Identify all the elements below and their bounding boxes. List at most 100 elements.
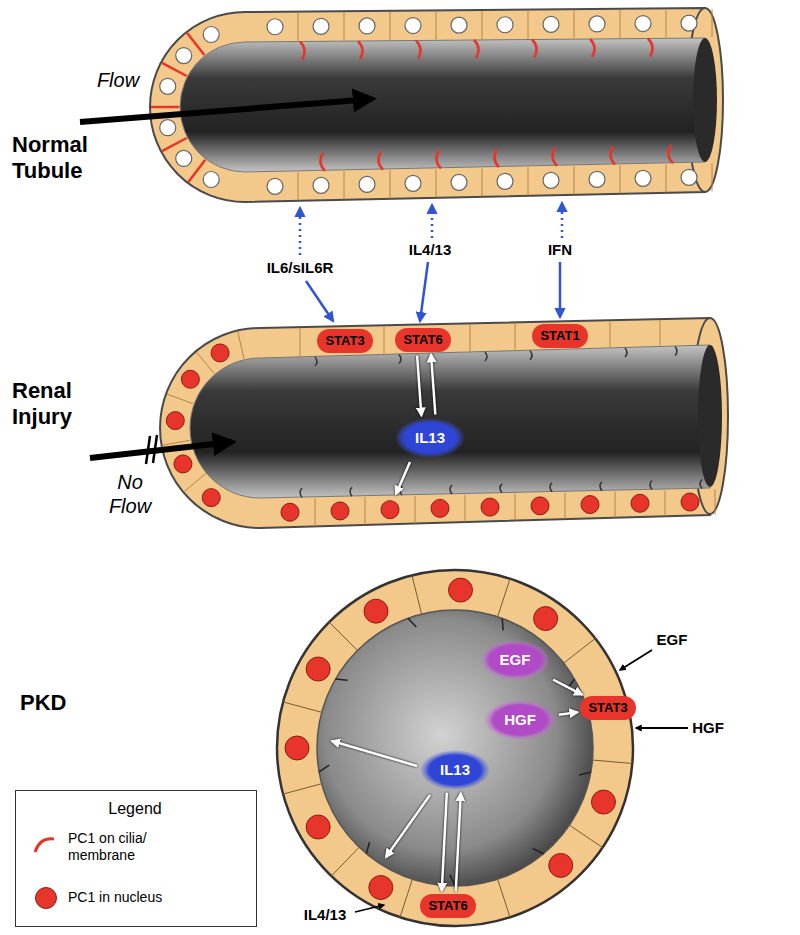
nucleus xyxy=(359,176,375,192)
short-cilium xyxy=(300,488,302,497)
cell-border xyxy=(298,172,299,200)
ligand-arrow xyxy=(620,650,652,670)
signal-arrow xyxy=(442,793,447,891)
pc1-cilium xyxy=(648,38,653,56)
flow-label: No Flow xyxy=(100,470,160,518)
stat-nucleus: STAT6 xyxy=(395,328,450,352)
cell-border xyxy=(436,12,437,40)
short-cilium xyxy=(408,618,417,627)
cell-border xyxy=(344,171,345,199)
cell-border xyxy=(238,332,244,359)
pc1-cilium xyxy=(590,39,595,57)
node-text: IL13 xyxy=(440,761,470,779)
nucleus xyxy=(166,412,184,430)
signal-arrow xyxy=(456,793,461,891)
cell-border xyxy=(344,12,345,40)
nucleus xyxy=(591,790,615,814)
nucleus xyxy=(497,17,513,33)
nucleus xyxy=(481,498,499,516)
cell-details xyxy=(151,9,715,917)
nucleus xyxy=(267,19,283,35)
short-cilium xyxy=(485,352,487,361)
nucleus xyxy=(581,496,599,514)
cell-border xyxy=(498,879,510,917)
cell-border xyxy=(400,879,412,917)
nucleus xyxy=(549,853,573,877)
short-cilium xyxy=(579,772,591,775)
cyst-wall xyxy=(277,570,633,926)
cell-border xyxy=(665,491,666,516)
cell-border xyxy=(615,492,616,518)
nucleus xyxy=(451,174,467,190)
cell-border xyxy=(610,321,611,347)
stat-nucleus: STAT3 xyxy=(317,329,372,353)
cell-border xyxy=(283,784,322,794)
cytokine-signal: EGF xyxy=(480,640,551,680)
short-cilium xyxy=(335,679,347,680)
nucleus xyxy=(176,48,192,64)
cell-border xyxy=(384,326,385,353)
secretion-arrow xyxy=(332,741,417,766)
nucleus xyxy=(405,18,421,34)
cell-border xyxy=(390,170,391,198)
nucleus xyxy=(497,173,513,189)
node-text: STAT1 xyxy=(540,328,579,344)
tubule-wall xyxy=(150,8,705,202)
short-cilium xyxy=(366,842,369,854)
cell-border xyxy=(592,760,632,763)
cytokine-label: IFN xyxy=(548,241,572,259)
signal-arrow xyxy=(306,281,333,321)
flow-label: Flow xyxy=(97,68,139,92)
short-cilium xyxy=(450,875,455,886)
nucleus xyxy=(543,16,559,32)
cell-border xyxy=(365,497,366,524)
nucleus xyxy=(160,120,176,136)
cell-border xyxy=(660,320,661,345)
cell-border xyxy=(465,495,466,522)
ligand-arrow xyxy=(636,727,688,729)
secretion-arrow xyxy=(386,795,430,857)
pc1-cilium xyxy=(378,152,383,170)
cell-border xyxy=(666,10,667,38)
signal-arrow xyxy=(417,355,421,415)
tubule-opening xyxy=(693,38,717,162)
short-cilium xyxy=(550,483,552,492)
cell-border xyxy=(715,489,716,514)
nucleus xyxy=(451,17,467,33)
legend-title: Legend xyxy=(108,799,161,818)
nucleus xyxy=(364,599,388,623)
cell-border xyxy=(415,496,416,523)
cell-border xyxy=(574,10,575,38)
nucleus xyxy=(203,26,219,42)
nucleus xyxy=(534,607,558,631)
nucleus xyxy=(203,172,219,188)
flow-block xyxy=(146,436,150,464)
cell-border xyxy=(436,169,437,197)
cell-border xyxy=(482,11,483,39)
pc1-cilium xyxy=(552,148,557,166)
nucleus xyxy=(285,736,309,760)
nucleus xyxy=(176,150,192,166)
nucleus xyxy=(281,503,299,521)
signal-arrow xyxy=(559,262,562,317)
cell-border xyxy=(329,622,357,650)
cell-border xyxy=(620,10,621,38)
tubule-lumen xyxy=(190,345,710,498)
node-text: EGF xyxy=(500,651,531,669)
nucleus xyxy=(589,171,605,187)
ligand-label: EGF xyxy=(657,631,688,649)
pc1-cilium xyxy=(436,150,441,168)
pc1-cilium xyxy=(300,42,305,60)
node-text: IL13 xyxy=(415,429,445,447)
nucleus xyxy=(306,657,330,681)
nucleus xyxy=(181,370,199,388)
pc1-cilium xyxy=(416,41,421,59)
cell-border xyxy=(184,474,205,492)
short-cilium xyxy=(399,354,401,363)
cytokine-signal: IL13 xyxy=(395,418,465,458)
node-text: STAT6 xyxy=(428,898,467,914)
cyst-lumen xyxy=(317,610,593,886)
legend-text: PC1 in nucleus xyxy=(68,889,188,906)
nucleus xyxy=(331,502,349,520)
